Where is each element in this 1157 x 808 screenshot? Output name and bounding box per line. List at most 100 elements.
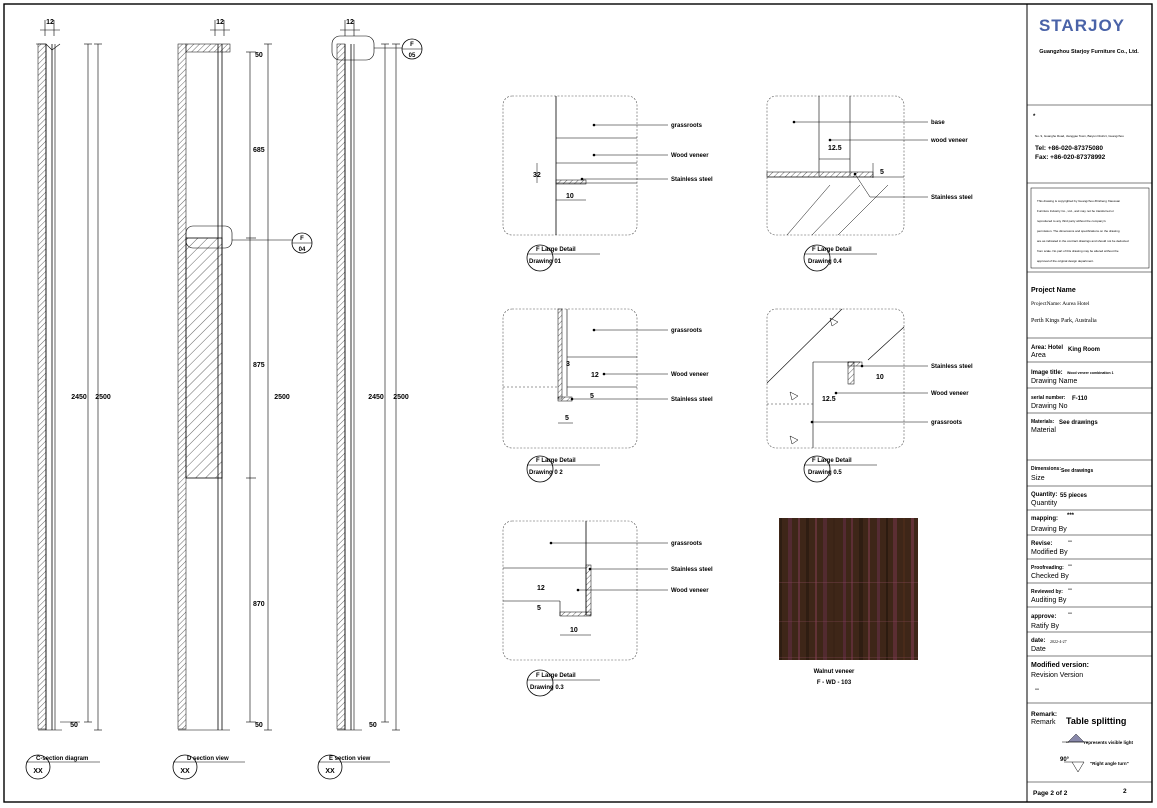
detail-02-label-wood: Wood veneer xyxy=(671,372,709,378)
detail-02: grassroots Wood veneer Stainless steel 3… xyxy=(502,308,713,483)
detail-05-dim-a: 10 xyxy=(876,374,884,381)
modified-version-label: Modified version: xyxy=(1031,662,1089,669)
company-tel: Tel: +86-020-87375080 xyxy=(1035,145,1103,152)
detail-01-label-wood: Wood veneer xyxy=(671,153,709,159)
detail-04-dim-b: 5 xyxy=(880,169,884,176)
detail-05-label-wood: Wood veneer xyxy=(931,391,969,397)
image-title-value: Wood veneer combination 1 xyxy=(1067,371,1114,375)
quantity-label: Quantity: xyxy=(1031,492,1057,498)
detail-05-label-grassroots: grassroots xyxy=(931,420,963,426)
detail-02-dim-d: 5 xyxy=(565,415,569,422)
mapping-value: *** xyxy=(1067,513,1075,519)
copyright-line-4: permission. The dimensions and specifica… xyxy=(1037,229,1120,233)
detail-05: Stainless steel Wood veneer grassroots 1… xyxy=(766,308,973,483)
project-name: ProjectName: Aurea Hotel xyxy=(1031,301,1090,307)
approve-label: approve: xyxy=(1031,614,1056,620)
drawing-no-label: Drawing No xyxy=(1031,403,1068,410)
detail-03-dim-c: 10 xyxy=(570,627,578,634)
section-c-top-dim: 12 xyxy=(46,19,54,26)
detail-01-title: F Large Detail xyxy=(536,247,576,253)
walnut-veneer-swatch xyxy=(779,518,918,660)
detail-03-label-grassroots: grassroots xyxy=(671,541,703,547)
drawing-by-label: Drawing By xyxy=(1031,526,1067,533)
checked-by-label: Checked By xyxy=(1031,573,1069,580)
image-title-label: Image title: xyxy=(1031,370,1063,376)
company-logo: STARJOY xyxy=(1039,16,1125,35)
section-d-callout-number: 04 xyxy=(299,247,306,253)
area-label-en: Area xyxy=(1031,352,1046,359)
material-name: Walnut veneer xyxy=(814,669,855,675)
section-e-tag: XX xyxy=(325,768,335,775)
legend-right-angle-turn: "Right angle turn" xyxy=(1090,761,1129,766)
section-d-dim-upper: 685 xyxy=(253,147,265,154)
quantity-value: 55 pieces xyxy=(1060,493,1088,499)
materials-value: See drawings xyxy=(1059,420,1098,426)
detail-02-title: F Large Detail xyxy=(536,458,576,464)
copyright-line-3: reproduced to any third party without th… xyxy=(1037,219,1106,223)
section-d-bottom-dim: 50 xyxy=(255,722,263,729)
visible-light-icon xyxy=(1062,733,1088,743)
section-c-bottom-dim: 50 xyxy=(70,722,78,729)
detail-01-dim-b: 10 xyxy=(566,193,574,200)
drawing-name-label: Drawing Name xyxy=(1031,378,1077,385)
remark-label-en: Remark xyxy=(1031,719,1056,726)
detail-04-label-steel: Stainless steel xyxy=(931,195,973,201)
dimensions-value: See drawings xyxy=(1061,468,1093,474)
copyright-line-6: from scale. No part of this drawing may … xyxy=(1037,249,1119,253)
revise-label: Revise: xyxy=(1031,541,1052,547)
reviewed-label: Reviewed by: xyxy=(1031,589,1063,595)
copyright-line-1: This drawing is copyrighted by Guangzhou… xyxy=(1037,199,1121,203)
reviewed-value: -- xyxy=(1068,587,1072,593)
company-name: Guangzhou Starjoy Furniture Co., Ltd. xyxy=(1039,49,1139,55)
detail-02-label-grassroots: grassroots xyxy=(671,328,703,334)
section-c-view: 12 2450 2500 50 C-section diagram XX xyxy=(25,19,111,780)
proofreading-label: Proofreading: xyxy=(1031,565,1064,571)
detail-05-label-steel: Stainless steel xyxy=(931,364,973,370)
dimensions-label: Dimensions: xyxy=(1031,466,1061,472)
serial-label: serial number: xyxy=(1031,395,1066,401)
modified-by-label: Modified By xyxy=(1031,549,1068,556)
right-angle-icon xyxy=(1064,761,1085,773)
project-heading: Project Name xyxy=(1031,287,1076,294)
quantity-label-en: Quantity xyxy=(1031,500,1058,507)
detail-02-label-steel: Stainless steel xyxy=(671,397,713,403)
section-c-dim-inner: 2450 xyxy=(71,394,87,401)
date-value: 2022-4-27 xyxy=(1050,639,1067,644)
serial-value: F-110 xyxy=(1072,396,1088,402)
revise-value: -- xyxy=(1068,539,1072,545)
copyright-line-7: approval of the original design departme… xyxy=(1037,259,1094,263)
auditing-by-label: Auditing By xyxy=(1031,597,1067,604)
section-d-dim-top: 50 xyxy=(255,52,263,59)
detail-04-label-wood: wood veneer xyxy=(930,138,968,144)
detail-01-label-steel: Stainless steel xyxy=(671,177,713,183)
detail-03-label-wood: Wood veneer xyxy=(671,588,709,594)
section-d-tag: XX xyxy=(180,768,190,775)
detail-03-title: F Large Detail xyxy=(536,673,576,679)
title-block: STARJOY Guangzhou Starjoy Furniture Co.,… xyxy=(1026,3,1153,803)
detail-03-drawing: Drawing 0.3 xyxy=(530,685,564,691)
size-label-en: Size xyxy=(1031,475,1045,482)
section-c-dim-outer: 2500 xyxy=(95,394,111,401)
area-label: Area: Hotel xyxy=(1031,345,1063,351)
section-d-title: D section view xyxy=(187,756,229,762)
detail-02-dim-a: 3 xyxy=(566,361,570,368)
detail-05-dim-b: 12.5 xyxy=(822,396,836,403)
page-number: 2 xyxy=(1123,788,1127,795)
revision-value: -- xyxy=(1035,687,1039,693)
section-d-dim-outer: 2500 xyxy=(274,394,290,401)
sheet-border xyxy=(3,3,1153,803)
material-sample: Walnut veneer F - WD - 103 xyxy=(779,518,918,686)
proofreading-value: -- xyxy=(1068,563,1072,569)
ratify-by-label: Ratify By xyxy=(1031,623,1060,630)
section-d-top-dim: 12 xyxy=(216,19,224,26)
copyright-line-2: Furniture Industry Co., Ltd., and may no… xyxy=(1037,209,1114,213)
remark-text: Table splitting xyxy=(1066,716,1126,726)
section-e-dim-inner: 2450 xyxy=(368,394,384,401)
section-e-title: E section view xyxy=(329,756,371,762)
detail-04: base wood veneer Stainless steel 12.5 5 … xyxy=(766,95,973,272)
section-e-top-dim: 12 xyxy=(346,19,354,26)
materials-label: Materials: xyxy=(1031,419,1055,425)
section-c-title: C-section diagram xyxy=(36,756,88,762)
section-e-callout-number: 05 xyxy=(409,53,416,59)
